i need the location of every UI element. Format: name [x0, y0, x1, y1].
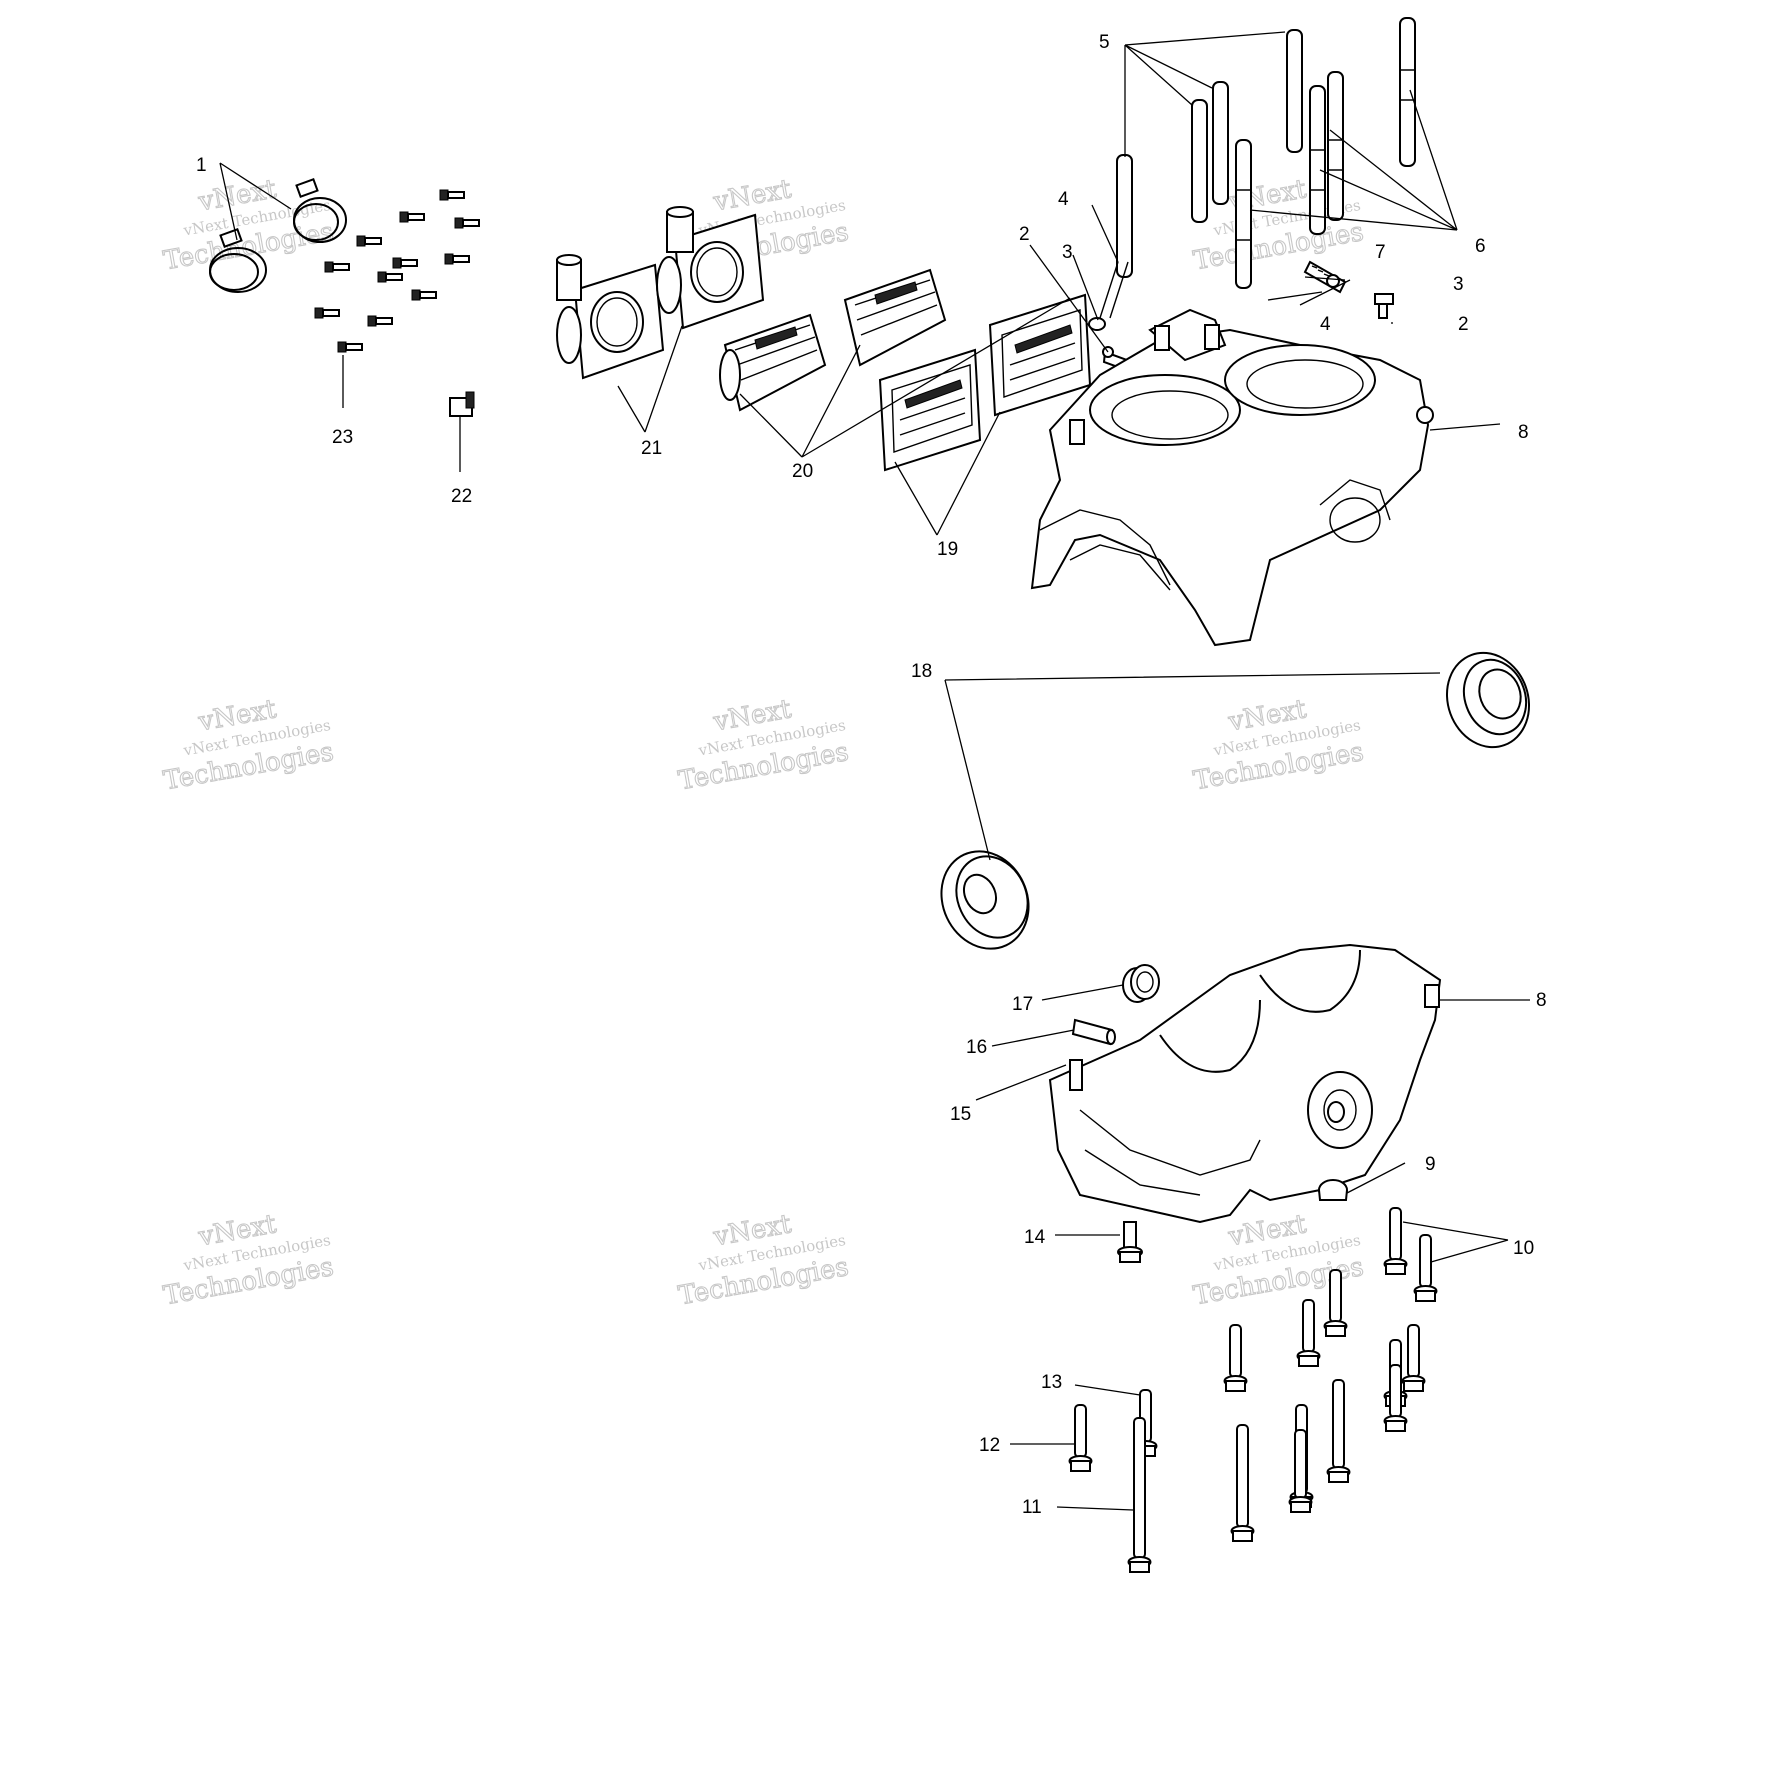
part-clip — [449, 391, 475, 417]
callout-11: 11 — [1022, 1497, 1042, 1518]
callout-16: 16 — [966, 1037, 987, 1058]
part-intake-flanges — [556, 206, 765, 380]
callout-21: 21 — [641, 438, 662, 459]
callout-8-lower: 8 — [1536, 990, 1547, 1011]
callout-3-right: 3 — [1453, 274, 1464, 295]
callout-9: 9 — [1425, 1154, 1436, 1175]
callout-18: 18 — [911, 661, 932, 682]
part-screws-cluster — [314, 189, 480, 353]
part-bolt-short — [1117, 1221, 1143, 1263]
callout-7: 7 — [1375, 242, 1386, 263]
callout-6: 6 — [1475, 236, 1486, 257]
part-hose-clamps — [209, 178, 347, 293]
part-plug — [1318, 1179, 1348, 1201]
callout-2-right: 2 — [1458, 314, 1469, 335]
part-bushing-and-dowel — [1071, 964, 1160, 1046]
callout-23: 23 — [332, 427, 353, 448]
callout-20: 20 — [792, 461, 813, 482]
callout-4: 4 — [1058, 189, 1069, 210]
callout-labels: 1 2 3 4 5 6 7 3 4 2 8 9 10 11 12 13 14 1… — [196, 32, 1547, 1518]
part-reed-blocks — [878, 293, 1092, 472]
callout-15: 15 — [950, 1104, 971, 1125]
part-lower-crankcase — [1048, 943, 1442, 1224]
part-studs — [1116, 17, 1416, 289]
callout-2: 2 — [1019, 224, 1030, 245]
callout-19: 19 — [937, 539, 958, 560]
part-long-bolts — [1068, 1207, 1438, 1573]
part-reed-valves — [719, 268, 947, 412]
callout-12: 12 — [979, 1435, 1000, 1456]
callout-3: 3 — [1062, 242, 1073, 263]
callout-1: 1 — [196, 155, 207, 176]
callout-10: 10 — [1513, 1238, 1534, 1259]
leader-lines — [219, 31, 1530, 1511]
callout-14: 14 — [1024, 1227, 1046, 1248]
callout-5: 5 — [1099, 32, 1110, 53]
part-oil-seals — [940, 651, 1531, 950]
callout-4-right: 4 — [1320, 314, 1331, 335]
callout-22: 22 — [451, 486, 472, 507]
callout-8-upper: 8 — [1518, 422, 1529, 443]
part-fittings — [1088, 260, 1394, 372]
callout-13: 13 — [1041, 1372, 1062, 1393]
callout-17: 17 — [1012, 994, 1033, 1015]
part-upper-crankcase — [1030, 308, 1434, 647]
